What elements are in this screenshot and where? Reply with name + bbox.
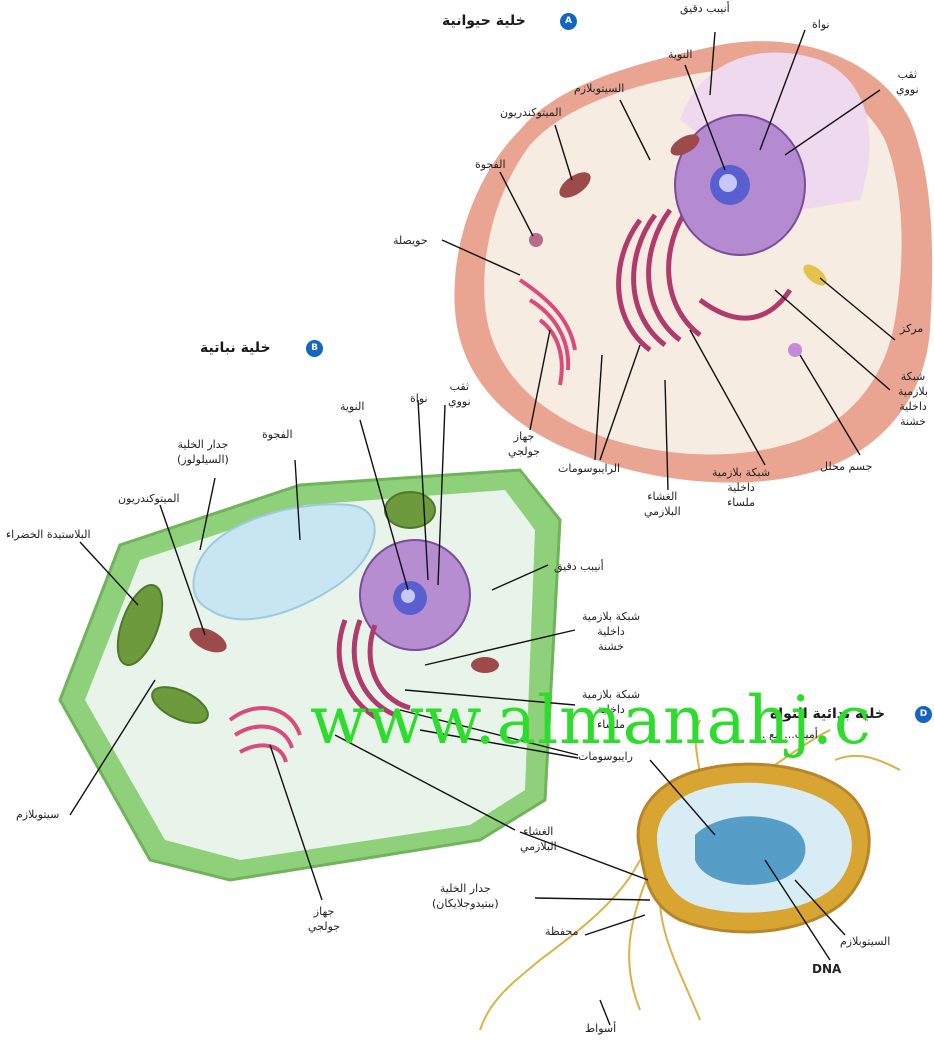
plant-cell-badge: B <box>306 340 323 357</box>
animal-label-cytoplasm: السيتوبلازم <box>574 82 624 97</box>
plant-label-rough-er: شبكة بلازمية داخلية خشنة <box>582 610 640 655</box>
plant-label-vacuole: الفجوة <box>262 428 293 443</box>
animal-label-plasma-membrane: الغشاء البلازمي <box>644 490 681 520</box>
watermark-text: www.almanahj.c <box>310 682 872 759</box>
plant-label-cytoplasm: سيتوبلازم <box>16 808 59 823</box>
prokaryote-label-flagella: أسواط <box>585 1022 616 1037</box>
plant-label-mitochondrion: الميتوكندريون <box>118 492 180 507</box>
animal-label-smooth-er: شبكة بلازمية داخلية ملساء <box>712 466 770 511</box>
prokaryote-cell-badge: D <box>915 706 932 723</box>
prokaryote-label-cytoplasm: السيتوبلازم <box>840 935 890 950</box>
animal-label-nucleus: نواة <box>812 18 830 33</box>
plant-label-cell-wall: جدار الخلية (السيلولوز) <box>177 438 229 468</box>
animal-label-golgi: جهاز جولجي <box>508 430 540 460</box>
plant-label-chloroplast: البلاستيدة الخضراء <box>6 528 91 543</box>
animal-cell-title: خلية حيوانية <box>442 13 526 29</box>
animal-label-centrosome: مركز <box>900 322 923 337</box>
animal-label-lysosome: جسم محلل <box>820 460 872 475</box>
animal-label-rough-er: شبكة بلازمية داخلية خشنة <box>898 370 928 429</box>
plant-label-nuclear-pore: ثقب نووي <box>448 380 471 410</box>
animal-label-nuclear-pore: ثقب نووي <box>896 68 919 98</box>
animal-cell-badge: A <box>560 13 577 30</box>
animal-label-ribosomes: الرايبوسومات <box>558 462 620 477</box>
plant-cell-title: خلية نباتية <box>200 340 271 356</box>
plant-label-nucleus: نواة <box>410 392 428 407</box>
plant-cell-illustration <box>60 470 560 880</box>
plant-label-golgi: جهاز جولجي <box>308 905 340 935</box>
plant-label-microtubule: أنيبب دقيق <box>554 560 604 575</box>
plant-label-nucleolus: النوية <box>340 400 364 415</box>
animal-label-vacuole: الفجوة <box>475 158 506 173</box>
prokaryote-label-capsule: محفظة <box>545 925 578 940</box>
animal-label-microtubule: أنيبب دقيق <box>680 2 730 17</box>
prokaryote-label-cell-wall: جدار الخلية (ببتيدوجلايكان) <box>432 882 499 912</box>
animal-label-mitochondrion: الميتوكندريون <box>500 106 562 121</box>
prokaryote-label-dna: DNA <box>812 962 841 976</box>
animal-label-vesicle: حويصلة <box>393 234 428 249</box>
animal-label-nucleolus: النوية <box>668 48 692 63</box>
plant-label-plasma-membrane: الغشاء البلازمي <box>520 825 557 855</box>
